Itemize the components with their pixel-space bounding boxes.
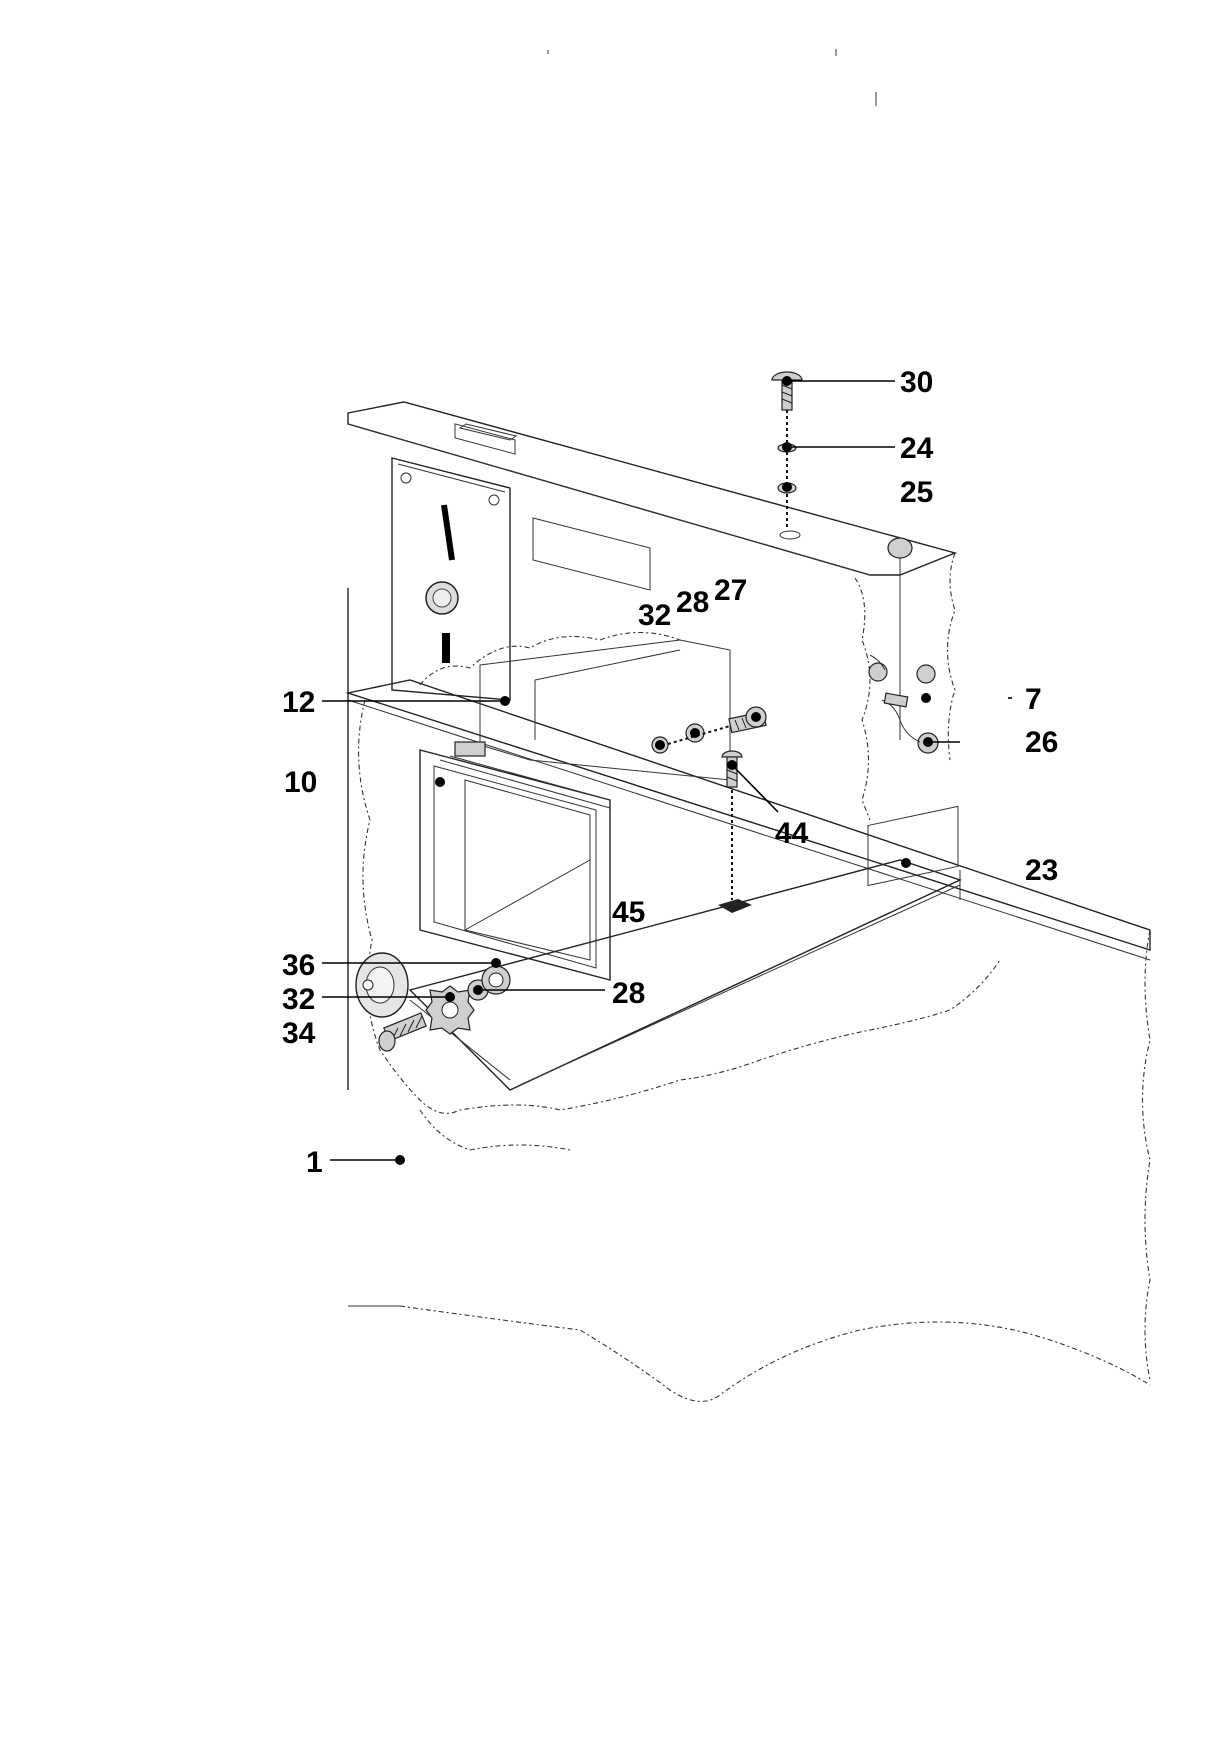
screw-cluster-bottom [355,952,511,1052]
scan-marks [547,49,877,106]
control-panel [391,457,651,701]
callout-26: 26 [1025,726,1058,759]
callout-27: 27 [714,574,747,607]
base-tray [408,805,962,1091]
callout-36: 36 [282,949,315,982]
leader-lines [322,376,1012,1165]
callout-28-top: 28 [676,586,709,619]
callout-30: 30 [900,366,933,399]
callout-7: 7 [1025,683,1042,716]
callout-32-top: 32 [638,599,671,632]
callout-1: 1 [306,1146,323,1179]
callout-32-bottom: 32 [282,983,315,1016]
callout-labels: 30 24 25 27 28 32 12 7 26 10 44 23 45 36… [282,366,1058,1179]
callout-34: 34 [282,1017,316,1050]
callout-23: 23 [1025,854,1058,887]
cabinet-body [347,588,1151,1402]
callout-10: 10 [284,766,317,799]
callout-24: 24 [900,432,934,465]
callout-12: 12 [282,686,315,719]
callout-28-bottom: 28 [612,977,645,1010]
side-frame [854,537,939,821]
upper-bracket [419,631,731,781]
screw-cluster-top [651,706,767,754]
callout-25: 25 [900,476,933,509]
top-rail [347,401,958,761]
callout-45: 45 [612,896,645,929]
front-frame [419,741,611,981]
screw-44 [718,750,752,913]
callout-44: 44 [775,817,809,850]
